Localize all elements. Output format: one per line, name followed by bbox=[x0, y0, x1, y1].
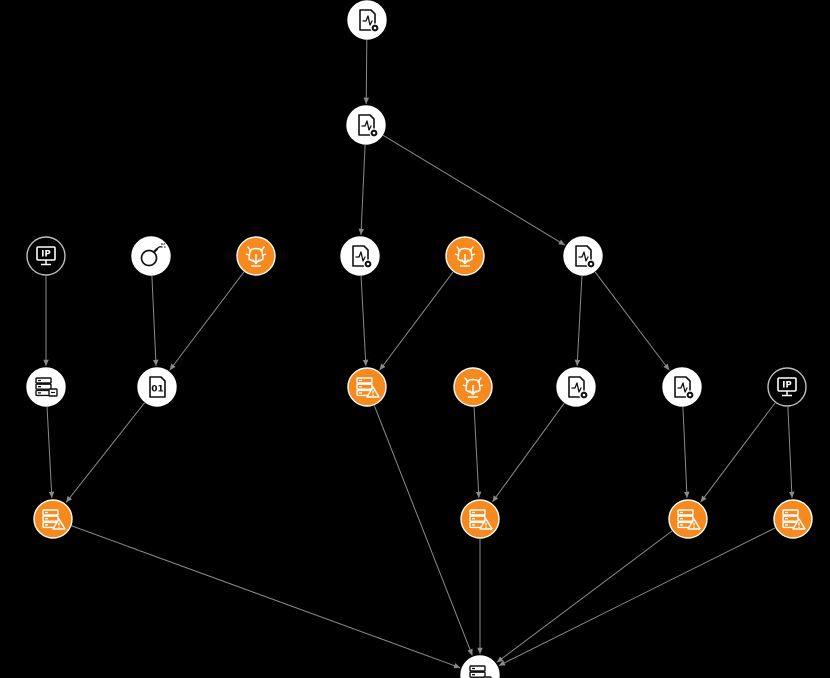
node-n6-process-file[interactable] bbox=[340, 236, 380, 276]
node-n11-server-alert[interactable] bbox=[347, 367, 387, 407]
node-n4-bomb[interactable] bbox=[131, 236, 171, 276]
server-alert-icon bbox=[356, 377, 380, 398]
node-circle bbox=[460, 655, 500, 678]
process-file-icon bbox=[568, 376, 589, 400]
edge-n2-n8 bbox=[382, 134, 566, 246]
node-n1-process-file[interactable] bbox=[347, 0, 387, 40]
ip-monitor-icon: IP bbox=[777, 377, 797, 397]
server-icon bbox=[469, 665, 492, 678]
edge-n2-n6 bbox=[358, 144, 366, 236]
server-alert-icon bbox=[677, 509, 701, 530]
edge-n16-n20 bbox=[71, 525, 461, 669]
edge-n9-n16 bbox=[46, 406, 55, 499]
process-file-icon bbox=[674, 376, 695, 400]
nodes-layer: IP 01 IP bbox=[26, 0, 813, 678]
edge-n12-n17 bbox=[473, 406, 482, 499]
binary-label: 01 bbox=[151, 385, 164, 395]
node-circle bbox=[131, 236, 171, 276]
server-alert-icon bbox=[782, 509, 806, 530]
ip-label: IP bbox=[41, 250, 50, 260]
edge-n5-n10 bbox=[169, 271, 245, 371]
node-n19-server-alert[interactable] bbox=[773, 499, 813, 539]
edge-n1-n2 bbox=[363, 39, 370, 105]
edge-n11-n20 bbox=[373, 405, 473, 656]
node-n8-process-file[interactable] bbox=[563, 236, 603, 276]
node-n13-process-file[interactable] bbox=[556, 367, 596, 407]
server-icon bbox=[35, 377, 58, 397]
edge-n15-n19 bbox=[787, 406, 795, 499]
node-n10-binary-file[interactable]: 01 bbox=[137, 367, 177, 407]
node-n17-server-alert[interactable] bbox=[460, 499, 500, 539]
edge-n19-n20 bbox=[498, 527, 776, 667]
edge-n10-n16 bbox=[65, 402, 146, 503]
node-n3-ip-monitor[interactable]: IP bbox=[26, 236, 66, 276]
edge-n6-n11 bbox=[360, 275, 369, 367]
malware-bug-icon bbox=[462, 377, 484, 398]
edges-layer bbox=[43, 39, 795, 669]
server-alert-icon bbox=[42, 509, 66, 530]
edge-n18-n20 bbox=[496, 530, 673, 663]
binary-file-icon: 01 bbox=[149, 376, 166, 398]
node-circle bbox=[137, 367, 177, 407]
edge-n8-n13 bbox=[574, 275, 583, 367]
node-n9-server[interactable] bbox=[26, 367, 66, 407]
edge-n7-n11 bbox=[379, 271, 454, 371]
node-circle bbox=[668, 499, 708, 539]
process-file-icon bbox=[352, 245, 373, 269]
node-circle bbox=[33, 499, 73, 539]
node-n7-malware-bug[interactable] bbox=[445, 236, 485, 276]
node-circle bbox=[773, 499, 813, 539]
node-n12-malware-bug[interactable] bbox=[453, 367, 493, 407]
edge-n4-n10 bbox=[151, 275, 159, 367]
edge-n14-n18 bbox=[682, 406, 690, 499]
process-file-icon bbox=[359, 9, 380, 33]
process-file-icon bbox=[575, 245, 596, 269]
node-circle bbox=[460, 499, 500, 539]
bomb-icon bbox=[140, 243, 166, 267]
node-n2-process-file[interactable] bbox=[346, 105, 386, 145]
node-n16-server-alert[interactable] bbox=[33, 499, 73, 539]
node-circle bbox=[26, 236, 66, 276]
node-circle bbox=[26, 367, 66, 407]
edge-n8-n14 bbox=[594, 271, 670, 371]
ip-label: IP bbox=[782, 381, 791, 391]
server-alert-icon bbox=[469, 509, 493, 530]
node-n15-ip-monitor[interactable]: IP bbox=[767, 367, 807, 407]
node-circle bbox=[347, 367, 387, 407]
node-circle bbox=[767, 367, 807, 407]
node-n18-server-alert[interactable] bbox=[668, 499, 708, 539]
node-n5-malware-bug[interactable] bbox=[236, 236, 276, 276]
edge-n15-n18 bbox=[700, 402, 776, 503]
malware-bug-icon bbox=[454, 246, 476, 267]
node-n20-server[interactable] bbox=[460, 655, 500, 678]
ip-monitor-icon: IP bbox=[36, 246, 56, 266]
edge-n13-n17 bbox=[491, 402, 565, 503]
node-n14-process-file[interactable] bbox=[662, 367, 702, 407]
process-file-icon bbox=[358, 114, 379, 138]
malware-bug-icon bbox=[245, 246, 267, 267]
